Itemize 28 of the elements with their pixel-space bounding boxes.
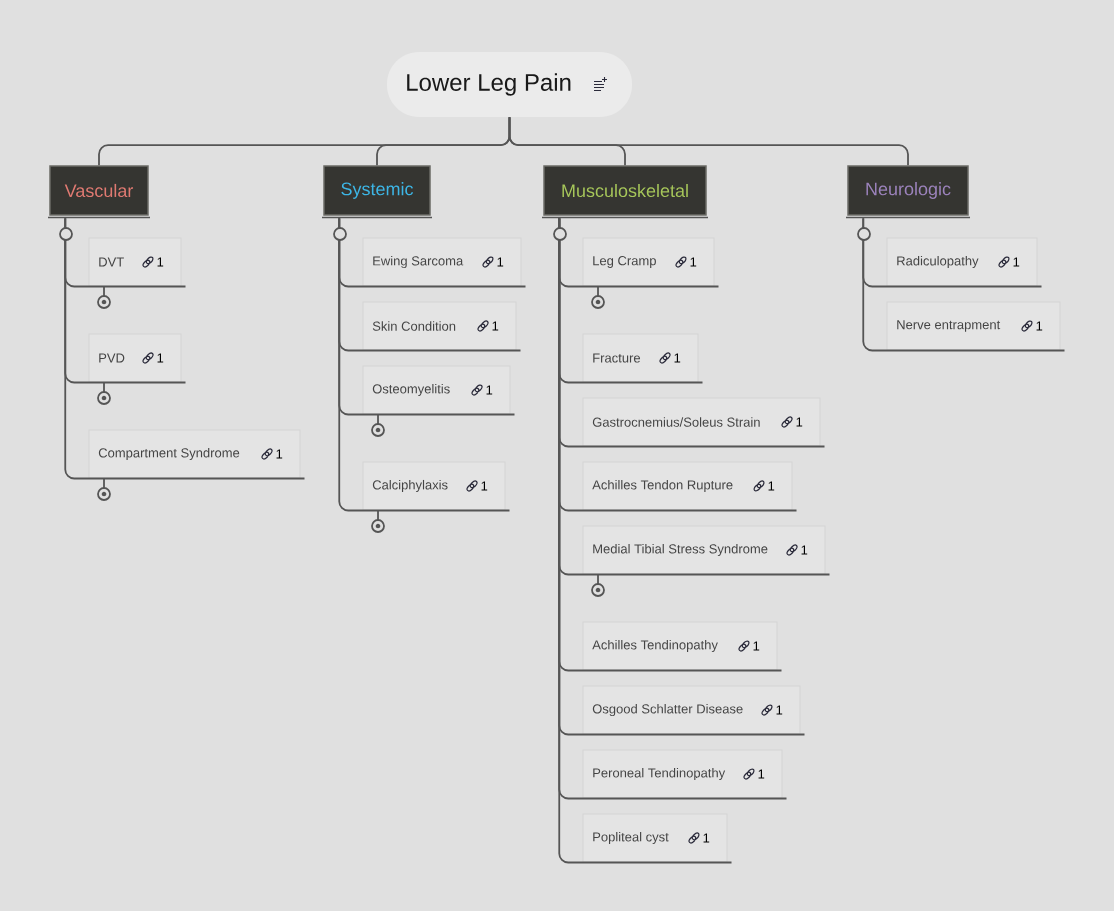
- category-box: Vascular: [47, 165, 151, 219]
- link-count: 1: [276, 449, 283, 459]
- link-count: 1: [768, 481, 775, 491]
- link-count: 1: [758, 769, 765, 779]
- link-count: 1: [157, 257, 164, 267]
- link-count: 1: [1013, 257, 1020, 267]
- category-box: Musculoskeletal: [541, 165, 709, 219]
- link-count: 1: [753, 641, 760, 651]
- link-count: 1: [690, 257, 697, 267]
- link-count: 1: [481, 481, 488, 491]
- link-count: 1: [1036, 321, 1043, 331]
- connector-line: [64, 217, 306, 480]
- link-count: 1: [492, 321, 499, 331]
- connector-line: [558, 217, 733, 864]
- link-count: 1: [801, 545, 808, 555]
- connector-line: [508, 116, 909, 167]
- link-count: 1: [674, 353, 681, 363]
- category-box: Neurologic: [845, 165, 971, 219]
- central-topic: Lower Leg Pain: [387, 52, 632, 117]
- link-count: 1: [497, 257, 504, 267]
- link-count: 1: [157, 353, 164, 363]
- link-count: 1: [776, 705, 783, 715]
- link-count: 1: [703, 833, 710, 843]
- link-count: 1: [796, 417, 803, 427]
- category-box: Systemic: [321, 165, 433, 219]
- connector-line: [338, 217, 511, 512]
- connector-line: [862, 217, 1066, 352]
- link-count: 1: [486, 385, 493, 395]
